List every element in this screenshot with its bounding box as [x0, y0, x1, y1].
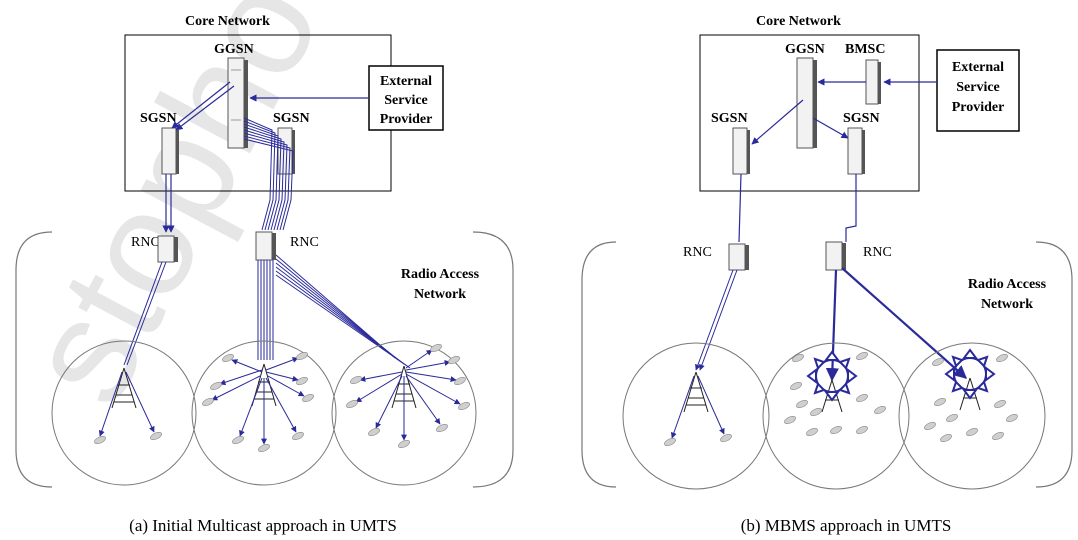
rnc-right-label: RNC: [290, 235, 319, 250]
rnc-to-bs-links: [695, 267, 967, 382]
ran-label-line1: Radio Access: [401, 267, 480, 282]
cell-3: [331, 340, 477, 486]
ran-bracket-left: [581, 241, 617, 488]
rnc-left-label: RNC: [131, 235, 160, 250]
core-links: [738, 78, 937, 243]
user-devices: [664, 351, 1018, 447]
rnc-left-icon: [728, 243, 749, 271]
bmsc-server-icon: [865, 59, 881, 105]
cell-2: [762, 342, 910, 490]
external-service-provider-box: [936, 49, 1020, 132]
sgsn-right-server-icon: [847, 127, 865, 175]
base-station-1-icon: [683, 371, 709, 413]
ran-label-line2: Network: [414, 287, 466, 302]
ran-bracket-right: [472, 231, 514, 488]
sgsn-right-label: SGSN: [843, 111, 880, 126]
ran-label-line1: Radio Access: [968, 277, 1047, 292]
ext-provider-line3: Provider: [952, 100, 1005, 115]
ggsn-label: GGSN: [785, 42, 825, 57]
base-station-2-icon: [821, 379, 843, 413]
rnc-right-icon: [825, 241, 846, 271]
sgsn-left-label: SGSN: [140, 111, 177, 126]
base-station-3-icon: [959, 377, 981, 411]
ran-bracket-right: [1035, 241, 1073, 488]
sgsn-left-label: SGSN: [711, 111, 748, 126]
cell-3: [898, 342, 1046, 490]
base-station-1-icon: [111, 367, 137, 409]
bmsc-label: BMSC: [845, 42, 885, 57]
cell-1: [51, 340, 197, 486]
sgsn-left-server-icon: [732, 127, 750, 175]
ext-provider-line2: Service: [384, 93, 428, 108]
user-devices: [94, 343, 470, 453]
sgsn-left-server-icon: [161, 127, 179, 175]
rnc-to-bs-links: [123, 254, 411, 369]
external-service-provider-box: [368, 65, 444, 131]
ran-bracket-left: [15, 231, 53, 488]
ext-provider-line3: Provider: [380, 112, 433, 127]
broadcast-star-cell-3: [944, 348, 996, 400]
ggsn-server-icon: [796, 57, 817, 149]
caption-a: (a) Initial Multicast approach in UMTS: [129, 516, 397, 535]
ggsn-label: GGSN: [214, 42, 254, 57]
caption-b: (b) MBMS approach in UMTS: [741, 516, 952, 535]
core-network-box: [699, 34, 920, 192]
ran-label-line2: Network: [981, 297, 1033, 312]
rnc-left-label: RNC: [683, 245, 712, 260]
core-network-title: Core Network: [185, 14, 270, 29]
rnc-right-label: RNC: [863, 245, 892, 260]
cell-1: [622, 342, 770, 490]
ext-provider-line1: External: [380, 74, 432, 89]
core-network-title: Core Network: [756, 14, 841, 29]
core-links: [162, 81, 369, 233]
sgsn-right-label: SGSN: [273, 111, 310, 126]
panel-a-initial-multicast: Core Network External Service Provider G…: [15, 14, 514, 535]
cell-2: [191, 340, 337, 486]
ggsn-server-icon: [227, 57, 248, 149]
ext-provider-line2: Service: [956, 80, 1000, 95]
unicast-user-links: [98, 349, 461, 445]
ext-provider-line1: External: [952, 60, 1004, 75]
unicast-user-links: [670, 375, 725, 439]
panel-b-mbms: Core Network External Service Provider G…: [581, 14, 1073, 535]
rnc-right-icon: [255, 231, 276, 261]
broadcast-star-cell-2: [806, 350, 858, 402]
watermark-text: stopho: [0, 0, 352, 428]
rnc-left-icon: [157, 235, 178, 263]
